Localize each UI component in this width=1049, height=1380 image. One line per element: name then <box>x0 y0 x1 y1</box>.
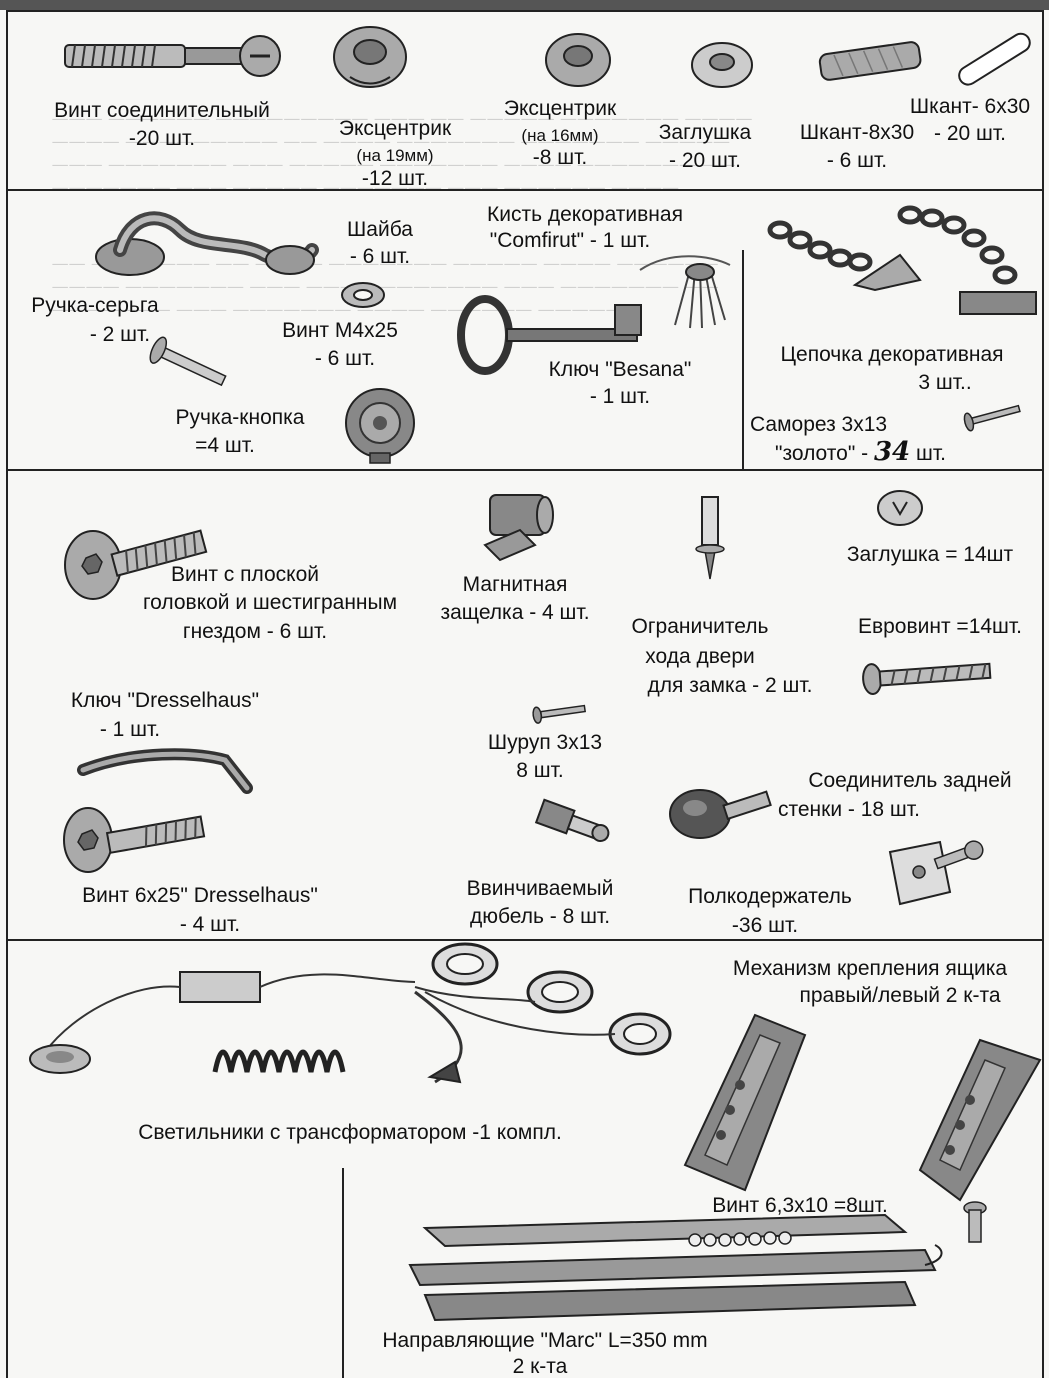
shkant8-qty: - 6 шт. <box>772 148 942 174</box>
samorez-sub-post: шт. <box>916 442 946 465</box>
mekhanizm-name: Механизм крепления ящика <box>700 956 1040 982</box>
magnetic-catch-icon <box>480 485 570 565</box>
shelf-support-icon <box>885 832 985 912</box>
vint-soed-qty: -20 шт. <box>22 126 302 152</box>
klyuch-besana-name: Ключ "Besana" <box>525 357 715 383</box>
samorez-name: Саморез 3х13 <box>750 412 950 438</box>
magnit-name: Магнитная <box>440 572 590 598</box>
ekscentrik16-name: Эксцентрик <box>485 96 635 122</box>
light-fixture-icon <box>15 942 655 1092</box>
dowel-icon <box>815 30 925 90</box>
allen-key-icon <box>75 740 255 800</box>
hex-bolt-icon <box>58 800 208 880</box>
vint-m4-name: Винт М4х25 <box>250 318 430 344</box>
drawer-mechanism-icon <box>900 1030 1049 1205</box>
shaiba-qty: - 6 шт. <box>320 244 440 270</box>
drawer-slide-icon <box>405 1210 945 1330</box>
magnit-line2: защелка - 4 шт. <box>420 600 610 626</box>
plug-cap-icon <box>690 40 754 90</box>
dyubel-line2: дюбель - 8 шт. <box>440 904 640 930</box>
shurup-qty: 8 шт. <box>480 758 600 784</box>
polkoderzhatel-qty: -36 шт. <box>710 913 820 939</box>
zaglushka2-name: Заглушка = 14шт <box>820 542 1040 568</box>
dyubel-name: Ввинчиваемый <box>440 876 640 902</box>
ekscentrik19-qty: -12 шт. <box>320 166 470 192</box>
cepochka-name: Цепочка декоративная <box>742 342 1042 368</box>
machine-screw-icon <box>145 340 235 390</box>
ruchka-knopka-qty: =4 шт. <box>150 433 300 459</box>
soedinitel-name: Соединитель задней <box>775 768 1045 794</box>
knob-icon <box>340 385 420 465</box>
washer-icon <box>340 280 386 310</box>
cepochka-qty: 3 шт.. <box>890 370 1000 396</box>
screw-in-dowel-icon <box>530 788 610 858</box>
door-stop-icon <box>690 493 730 583</box>
vint-m4-qty: - 6 шт. <box>270 346 420 372</box>
drawer-mechanism-icon <box>665 1005 815 1195</box>
shaiba-name: Шайба <box>320 217 440 243</box>
ogranichitel-line2: хода двери <box>605 644 795 670</box>
shkant6-name: Шкант- 6х30 <box>895 94 1045 120</box>
vint-soed-name: Винт соединительный <box>22 98 302 124</box>
ruchka-serga-name: Ручка-серьга <box>10 293 180 319</box>
samorez-handwritten-qty: 34 <box>874 437 910 467</box>
scan-top-edge <box>0 0 1049 10</box>
short-screw-icon <box>960 1200 990 1250</box>
vint-hex-line2: головкой и шестигранным <box>130 590 410 616</box>
napravlyayushchie-name: Направляющие "Marc" L=350 mm <box>340 1328 750 1354</box>
vint-6x25-name: Винт 6х25" Dresselhaus" <box>50 883 350 909</box>
samorez-sub: "золото" - 34 шт. <box>775 439 1015 467</box>
vint-6x25-qty: - 4 шт. <box>150 912 270 938</box>
vint-hex-name: Винт с плоской <box>150 562 340 588</box>
cam-lock-icon <box>330 22 410 92</box>
vint-hex-line3: гнездом - 6 шт. <box>160 619 350 645</box>
connector-screw-icon <box>60 30 290 80</box>
back-panel-connector-icon <box>665 772 775 852</box>
shkant6-qty: - 20 шт. <box>895 121 1045 147</box>
shurup-name: Шуруп 3х13 <box>460 730 630 756</box>
dowel-icon <box>950 30 1040 90</box>
ruchka-knopka-name: Ручка-кнопка <box>140 405 340 431</box>
ekscentrik16-qty: -8 шт. <box>485 145 635 171</box>
ogranichitel-line3: для замка - 2 шт. <box>610 673 850 699</box>
napravlyayushchie-line2: 2 к-та <box>490 1354 590 1380</box>
klyuch-besana-qty: - 1 шт. <box>545 384 695 410</box>
drop-handle-icon <box>90 205 320 285</box>
wood-screw-icon <box>960 400 1030 430</box>
ogranichitel-name: Ограничитель <box>595 614 805 640</box>
soedinitel-line2: стенки - 18 шт. <box>778 797 978 823</box>
zaglushka1-qty: - 20 шт. <box>630 148 780 174</box>
zaglushka1-name: Заглушка <box>630 120 780 146</box>
svetilniki-name: Светильники с трансформатором -1 компл. <box>70 1120 630 1146</box>
kist-name: Кисть декоративная <box>440 202 730 228</box>
klyuch-dressel-name: Ключ "Dresselhaus" <box>40 688 290 714</box>
evrovint-name: Евровинт =14шт. <box>830 614 1049 640</box>
euro-screw-icon <box>860 655 1000 695</box>
cam-lock-icon <box>543 30 613 88</box>
chain-icon <box>760 200 1040 320</box>
samorez-sub-pre: "золото" - <box>775 442 868 465</box>
cap-icon <box>875 488 925 528</box>
polkoderzhatel-name: Полкодержатель <box>660 884 880 910</box>
wood-screw-icon <box>530 700 590 724</box>
ekscentrik19-name: Эксцентрик <box>320 116 470 142</box>
